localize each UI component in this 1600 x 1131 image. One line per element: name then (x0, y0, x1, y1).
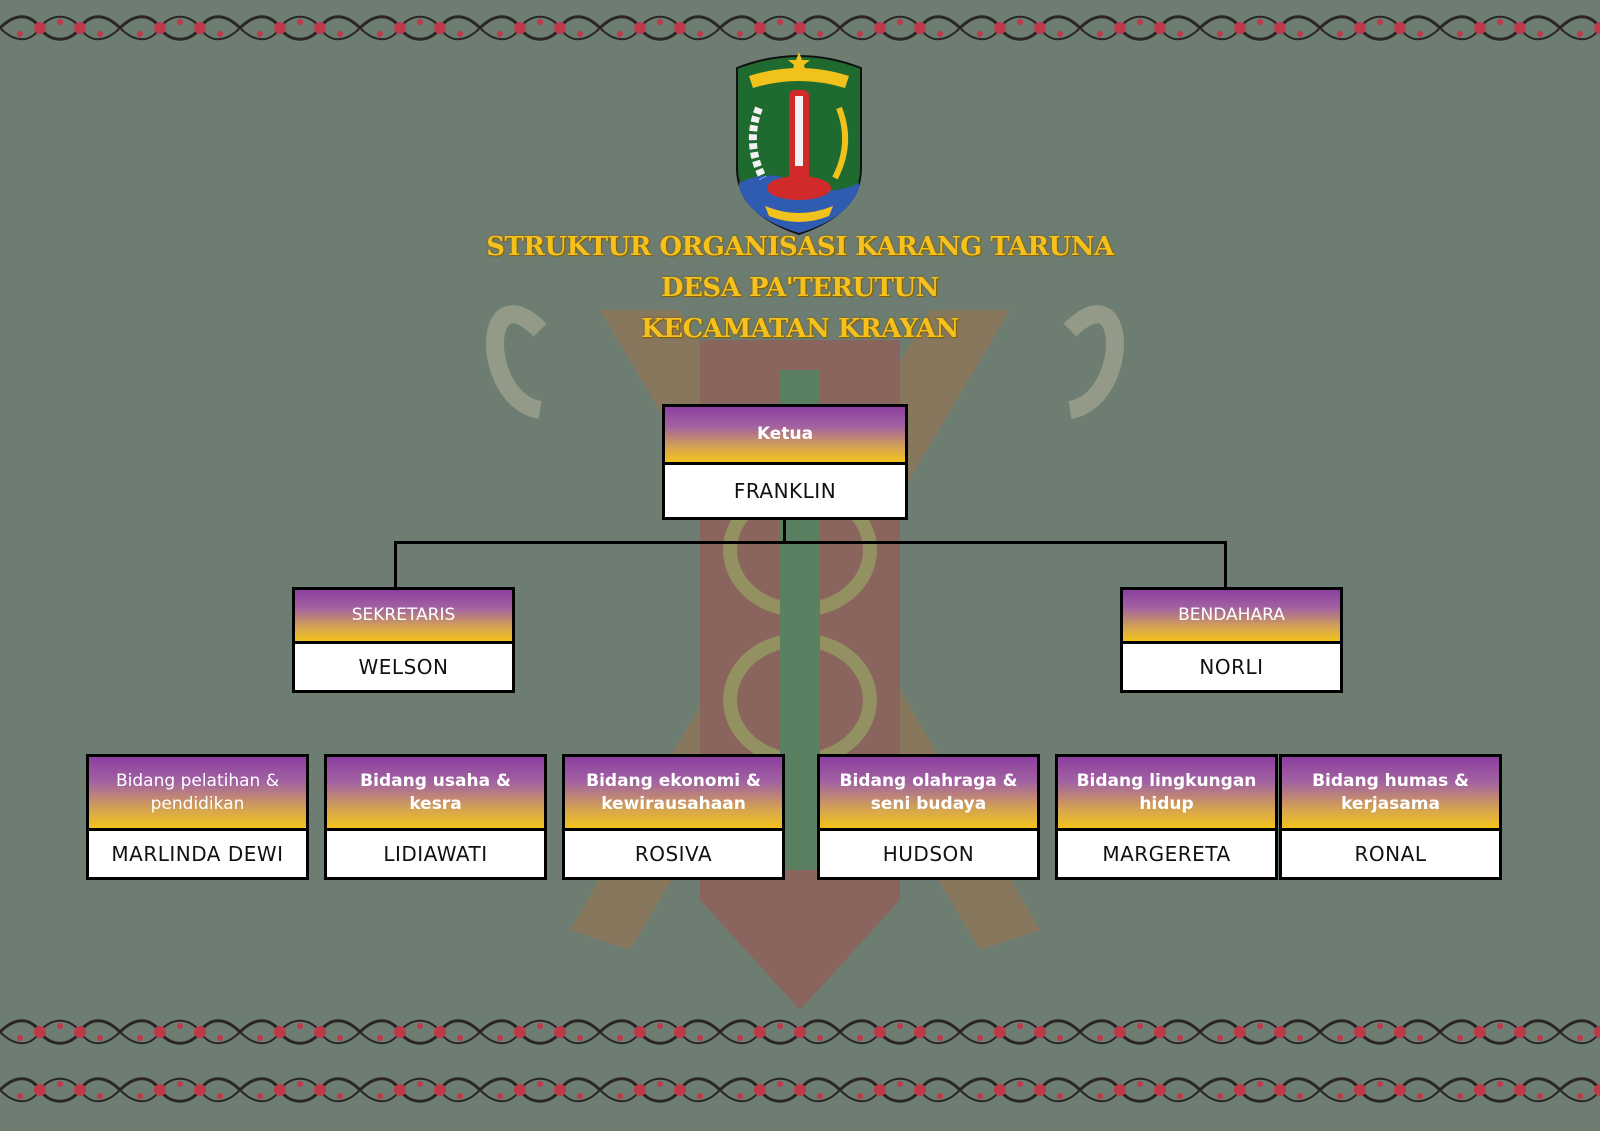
shield-watermark-icon (486, 305, 1124, 1010)
kabupaten-nunukan-emblem-icon (736, 52, 862, 236)
bottom-ornament-border-2 (0, 1070, 1600, 1110)
bidang-name-label: LIDIAWATI (383, 842, 488, 866)
connector-horizontal (394, 541, 1227, 544)
bidang-box-humas: Bidang humas & kerjasama RONAL (1279, 754, 1502, 880)
sekretaris-box: SEKRETARIS WELSON (292, 587, 515, 693)
bidang-name-label: ROSIVA (634, 842, 713, 866)
ketua-box: Ketua FRANKLIN (662, 404, 908, 520)
bendahara-box: BENDAHARA NORLI (1120, 587, 1343, 693)
bendahara-name-label: NORLI (1199, 655, 1264, 679)
sekretaris-name-label: WELSON (358, 655, 449, 679)
bidang-name-label: MARGERETA (1102, 842, 1231, 866)
bidang-role-label: Bidang humas & kerjasama (1282, 757, 1499, 831)
chart-title-line-1: STRUKTUR ORGANISASI KARANG TARUNA (486, 232, 1114, 262)
ketua-role-label: Ketua (665, 407, 905, 465)
bidang-box-lingkungan: Bidang lingkungan hidup MARGERETA (1055, 754, 1278, 880)
bidang-role-label: Bidang ekonomi & kewirausahaan (565, 757, 782, 831)
bidang-name-label: HUDSON (882, 842, 975, 866)
ketua-name-label: FRANKLIN (733, 479, 837, 503)
bidang-box-pelatihan: Bidang pelatihan & pendidikan MARLINDA D… (86, 754, 309, 880)
bidang-box-olahraga: Bidang olahraga & seni budaya HUDSON (817, 754, 1040, 880)
bidang-role-label: Bidang olahraga & seni budaya (820, 757, 1037, 831)
bidang-role-label: Bidang lingkungan hidup (1058, 757, 1275, 831)
bidang-box-ekonomi: Bidang ekonomi & kewirausahaan ROSIVA (562, 754, 785, 880)
bidang-role-label: Bidang pelatihan & pendidikan (89, 757, 306, 831)
chart-title-line-3: KECAMATAN KRAYAN (641, 314, 959, 344)
bottom-ornament-border-1 (0, 1012, 1600, 1052)
bidang-name-label: RONAL (1354, 842, 1427, 866)
connector-ketua-down (783, 518, 786, 543)
bidang-name-label: MARLINDA DEWI (111, 842, 284, 866)
bendahara-role-label: BENDAHARA (1123, 590, 1340, 644)
bidang-box-usaha: Bidang usaha & kesra LIDIAWATI (324, 754, 547, 880)
bidang-role-label: Bidang usaha & kesra (327, 757, 544, 831)
connector-sekretaris (394, 541, 397, 588)
connector-bendahara (1224, 541, 1227, 588)
chart-title-line-2: DESA PA'TERUTUN (661, 273, 939, 303)
sekretaris-role-label: SEKRETARIS (295, 590, 512, 644)
top-ornament-border (0, 8, 1600, 48)
